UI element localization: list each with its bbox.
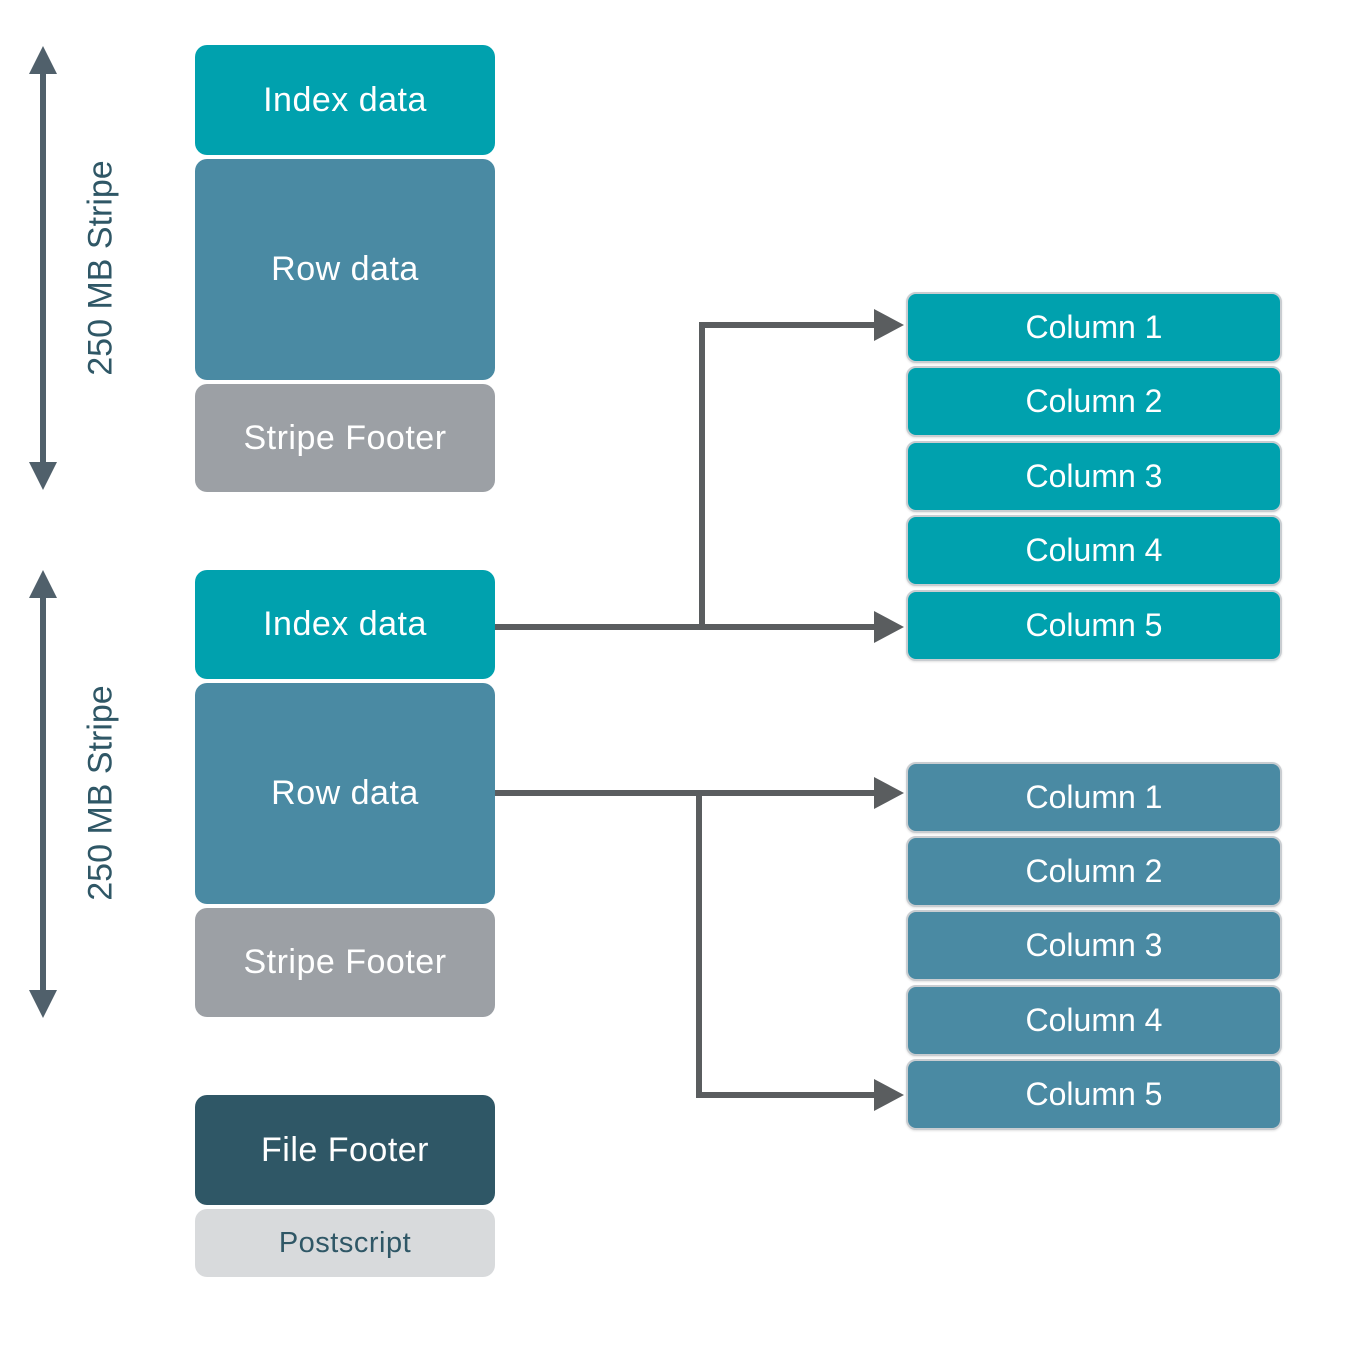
index-to-column5-arrowhead-icon [874,611,904,643]
stripe2-index-data-block: Index data [195,570,495,679]
stripe2-size-label: 250 MB Stripe [81,685,120,901]
index-columns-item-1: Column 1 [906,292,1282,363]
row-to-column5-arrowhead-icon [874,1079,904,1111]
stripe1-index-data-block: Index data [195,45,495,155]
row-columns-item-3: Column 3 [906,910,1282,981]
row-columns-item-1: Column 1 [906,762,1282,833]
stripe1-measure-arrow-line [40,70,46,466]
row-to-column1-arrowhead-icon [874,777,904,809]
index-connector-top-line [699,322,874,328]
postscript-block: Postscript [195,1209,495,1277]
stripe2-measure-arrow-up-icon [29,570,57,598]
stripe2-row-data-block: Row data [195,683,495,904]
index-columns-item-3: Column 3 [906,441,1282,512]
file-footer-block: File Footer [195,1095,495,1205]
row-columns-item-2: Column 2 [906,836,1282,907]
stripe2-stripe-footer-block: Stripe Footer [195,908,495,1017]
stripe1-stripe-footer-block: Stripe Footer [195,384,495,492]
stripe1-size-label: 250 MB Stripe [81,160,120,376]
index-columns-item-4: Column 4 [906,515,1282,586]
row-connector-main-line [495,790,879,796]
index-connector-main-line [495,624,879,630]
index-columns-item-2: Column 2 [906,366,1282,437]
index-to-column1-arrowhead-icon [874,309,904,341]
stripe1-measure-arrow-down-icon [29,462,57,490]
index-columns-item-5: Column 5 [906,590,1282,661]
row-connector-branch-line [696,790,702,1098]
stripe2-measure-arrow-line [40,594,46,994]
stripe2-measure-arrow-down-icon [29,990,57,1018]
stripe1-measure-arrow-up-icon [29,46,57,74]
row-connector-bottom-line [696,1092,874,1098]
index-connector-branch-line [699,322,705,630]
row-columns-item-5: Column 5 [906,1059,1282,1130]
row-columns-item-4: Column 4 [906,985,1282,1056]
stripe1-row-data-block: Row data [195,159,495,380]
